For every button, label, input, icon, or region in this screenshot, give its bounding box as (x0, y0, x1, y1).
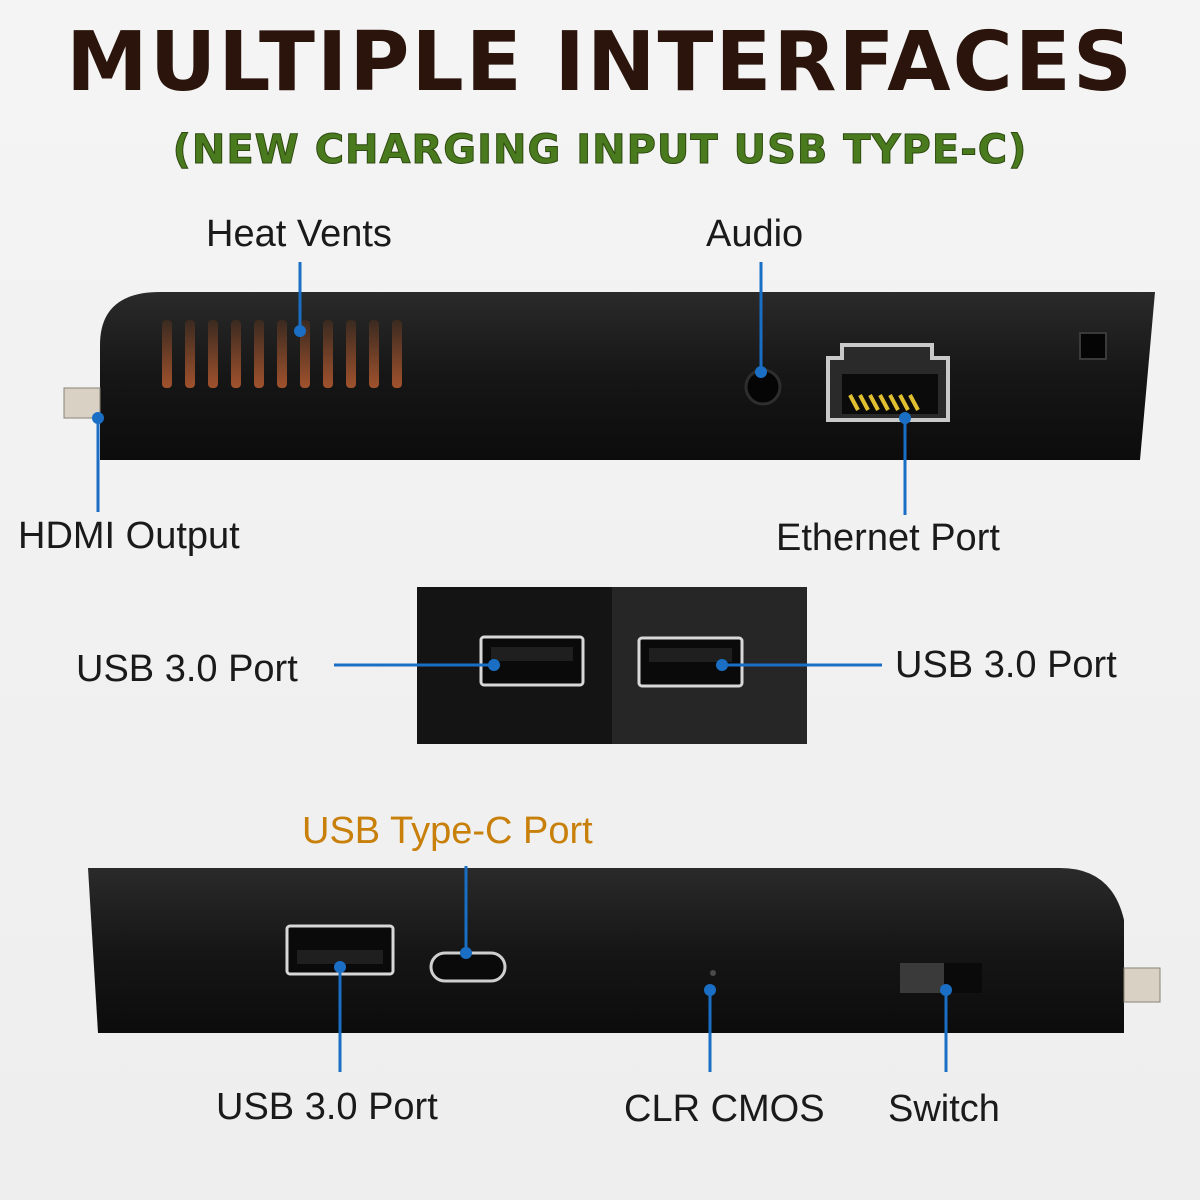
audio-label: Audio (706, 213, 804, 255)
ethernet-port-label: Ethernet Port (776, 517, 1000, 559)
hdmi-output-label: HDMI Output (18, 515, 240, 557)
usb-type-c-label: USB Type-C Port (302, 810, 593, 852)
usb-port-right-icon (637, 636, 744, 688)
hdmi-plug-icon (63, 387, 101, 419)
usb-port-left-icon (479, 635, 585, 687)
device-top-side (63, 292, 1155, 460)
switch-label: Switch (888, 1088, 1000, 1130)
callout-lines (96, 262, 948, 1072)
usb30-left-label: USB 3.0 Port (76, 648, 298, 690)
usb-port-bottom-icon (285, 924, 395, 976)
heat-vents-label: Heat Vents (206, 213, 392, 255)
page-subtitle: (NEW CHARGING INPUT USB TYPE-C) (172, 127, 1028, 173)
device-bottom-side (88, 868, 1161, 1033)
ethernet-port-icon (826, 343, 950, 422)
lock-slot-icon (1079, 332, 1107, 360)
hdmi-plug-right-icon (1123, 967, 1161, 1003)
usb30-right-label: USB 3.0 Port (895, 644, 1117, 686)
heat-vents-icon (162, 320, 402, 388)
page-title: MULTIPLE INTERFACES (66, 15, 1134, 110)
power-switch-icon (900, 963, 982, 993)
usb30-bottom-label: USB 3.0 Port (216, 1086, 438, 1128)
clr-cmos-pinhole-icon (710, 970, 716, 976)
callout-dots (92, 325, 952, 996)
clr-cmos-label: CLR CMOS (624, 1088, 825, 1130)
